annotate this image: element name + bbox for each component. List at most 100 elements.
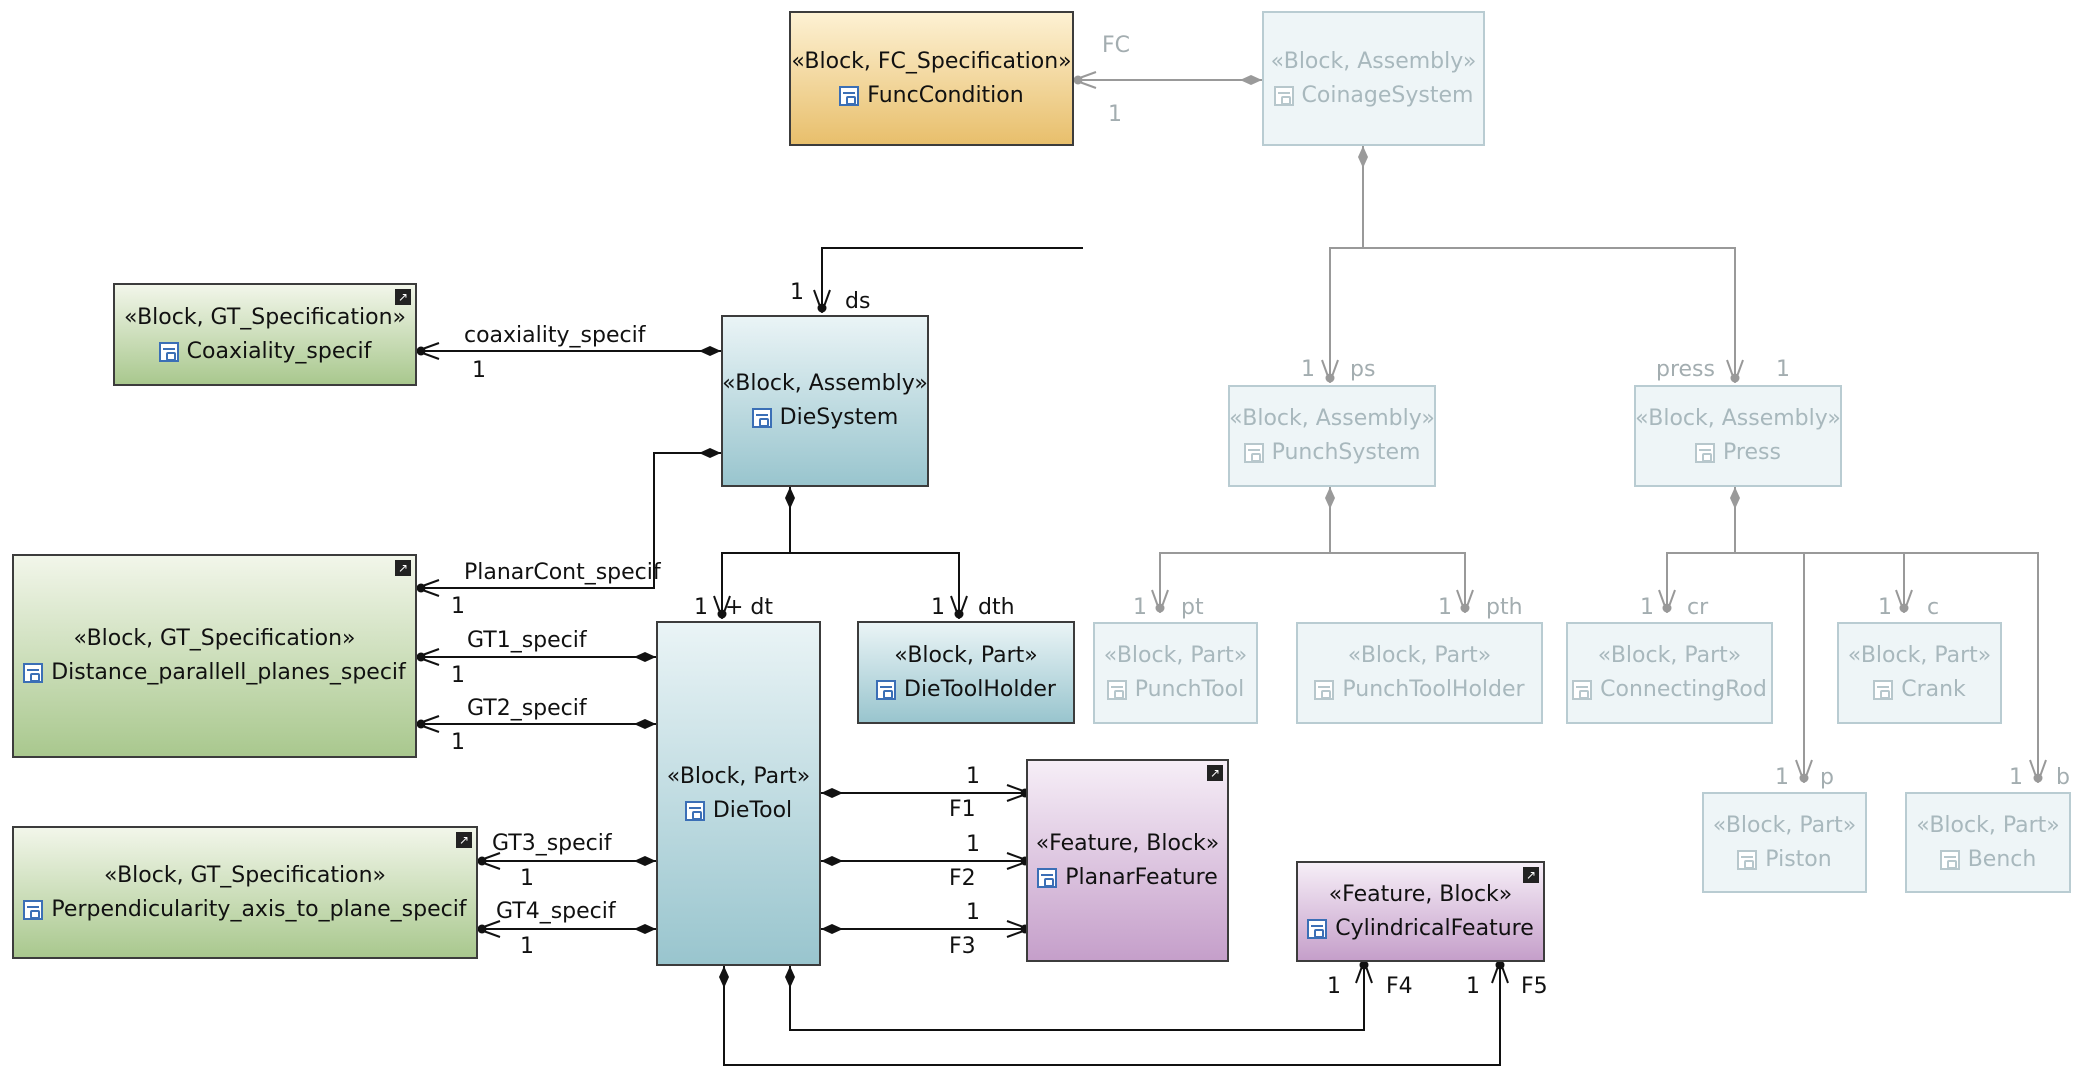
- block-press[interactable]: «Block, Assembly» Press: [1634, 385, 1842, 487]
- mult-f2: 1: [966, 832, 980, 857]
- edge-punchsystem-punchtool: [1160, 487, 1330, 612]
- block-punchtool[interactable]: «Block, Part» PunchTool: [1093, 622, 1258, 724]
- block-distance-parallell-planes-specif[interactable]: ↗ «Block, GT_Specification» Distance_par…: [12, 554, 417, 758]
- mult-pt: 1: [1133, 595, 1147, 620]
- block-name: Perpendicularity_axis_to_plane_specif: [51, 896, 467, 922]
- block-coaxiality-specif[interactable]: ↗ «Block, GT_Specification» Coaxiality_s…: [113, 283, 417, 386]
- block-icon: [1037, 867, 1058, 888]
- role-dt: + dt: [725, 595, 774, 620]
- mult-gt4: 1: [520, 934, 534, 959]
- block-icon: [751, 408, 772, 428]
- block-punchtoolholder[interactable]: «Block, Part» PunchToolHolder: [1296, 622, 1543, 724]
- block-name: DieSystem: [779, 405, 899, 430]
- block-name: FuncCondition: [867, 82, 1024, 108]
- shortcut-icon: ↗: [456, 832, 472, 848]
- role-gt3: GT3_specif: [492, 831, 612, 856]
- stereotype-label: «Block, GT_Specification»: [73, 626, 356, 651]
- stereotype-label: «Block, Part»: [1597, 643, 1742, 668]
- block-icon: [1314, 680, 1335, 700]
- block-icon: [23, 663, 44, 683]
- block-name: Bench: [1967, 846, 2037, 872]
- mult-pth: 1: [1438, 595, 1452, 620]
- mult-press: 1: [1776, 357, 1790, 382]
- mult-f5: 1: [1466, 974, 1480, 999]
- block-planarfeature[interactable]: ↗ «Feature, Block» PlanarFeature: [1026, 759, 1229, 962]
- mult-gt2: 1: [451, 730, 465, 755]
- block-dietoolholder[interactable]: «Block, Part» DieToolHolder: [857, 621, 1075, 724]
- edge-coinage-press: [1363, 247, 1735, 382]
- edge-coinage-diesystem: [822, 247, 1083, 312]
- block-connectingrod[interactable]: «Block, Part» ConnectingRod: [1566, 622, 1773, 724]
- role-pt: pt: [1181, 595, 1204, 620]
- role-press: press: [1656, 357, 1715, 382]
- stereotype-label: «Block, Assembly»: [1270, 48, 1477, 74]
- edge-punchsystem-punchtoolholder: [1330, 552, 1465, 612]
- block-coinagesystem[interactable]: «Block, Assembly» CoinageSystem: [1262, 11, 1485, 146]
- block-icon: [158, 341, 179, 362]
- shortcut-icon: ↗: [395, 289, 411, 305]
- mult-dt: 1: [694, 595, 708, 620]
- edge-press-bench: [1904, 552, 2038, 782]
- edge-diesystem-planarcont: [417, 453, 721, 588]
- block-bench[interactable]: «Block, Part» Bench: [1905, 792, 2071, 893]
- block-icon: [23, 899, 44, 920]
- role-gt4: GT4_specif: [496, 899, 616, 924]
- block-icon: [1939, 849, 1960, 870]
- block-name: CoinageSystem: [1301, 82, 1474, 108]
- block-punchsystem[interactable]: «Block, Assembly» PunchSystem: [1228, 385, 1436, 487]
- block-name: PlanarFeature: [1065, 864, 1218, 890]
- role-pth: pth: [1486, 595, 1523, 620]
- block-diesystem[interactable]: «Block, Assembly» DieSystem: [721, 315, 929, 487]
- role-fc: FC: [1102, 33, 1131, 58]
- stereotype-label: «Feature, Block»: [1035, 830, 1220, 856]
- role-ps: ps: [1350, 357, 1376, 382]
- shortcut-icon: ↗: [1207, 765, 1223, 781]
- edge-press-connectingrod: [1667, 487, 1735, 612]
- stereotype-label: «Block, Part»: [1712, 812, 1857, 838]
- block-icon: [684, 800, 705, 821]
- mult-f3: 1: [966, 900, 980, 925]
- mult-p: 1: [1775, 765, 1789, 790]
- primary-connectors: [417, 247, 1500, 1066]
- block-name: PunchToolHolder: [1342, 677, 1525, 702]
- block-crank[interactable]: «Block, Part» Crank: [1837, 622, 2002, 724]
- shortcut-icon: ↗: [395, 560, 411, 576]
- block-icon: [1106, 680, 1127, 700]
- role-gt1: GT1_specif: [467, 628, 587, 653]
- role-ds: ds: [845, 289, 871, 314]
- mult-planarcont: 1: [451, 594, 465, 619]
- block-name: DieTool: [712, 797, 793, 823]
- block-funccondition[interactable]: «Block, FC_Specification» FuncCondition: [789, 11, 1074, 146]
- role-dth: dth: [978, 595, 1015, 620]
- mult-coaxiality: 1: [472, 358, 486, 383]
- edge-dietool-f5: [724, 961, 1500, 1066]
- role-f2: F2: [949, 866, 976, 891]
- edge-diesystem-dietoolholder: [790, 552, 959, 618]
- stereotype-label: «Block, GT_Specification»: [104, 862, 386, 888]
- block-icon: [1695, 443, 1716, 463]
- block-dietool[interactable]: «Block, Part» DieTool: [656, 621, 821, 966]
- edge-coinage-punchsystem: [1330, 146, 1363, 382]
- role-gt2: GT2_specif: [467, 696, 587, 721]
- mult-cr: 1: [1640, 595, 1654, 620]
- role-p: p: [1820, 765, 1834, 790]
- block-name: Crank: [1901, 677, 1966, 702]
- role-planarcont: PlanarCont_specif: [464, 560, 661, 585]
- block-piston[interactable]: «Block, Part» Piston: [1702, 792, 1867, 893]
- block-name: CylindricalFeature: [1335, 915, 1534, 941]
- block-name: Distance_parallell_planes_specif: [51, 660, 406, 685]
- role-f1: F1: [949, 797, 976, 822]
- mult-dth: 1: [931, 595, 945, 620]
- mult-gt3: 1: [520, 866, 534, 891]
- block-name: Piston: [1765, 846, 1832, 872]
- stereotype-label: «Block, GT_Specification»: [124, 304, 406, 330]
- block-perpendicularity-axis-to-plane-specif[interactable]: ↗ «Block, GT_Specification» Perpendicula…: [12, 826, 478, 959]
- stereotype-label: «Block, Part»: [666, 763, 811, 789]
- mult-fc: 1: [1108, 102, 1122, 127]
- block-name: PunchSystem: [1271, 440, 1421, 465]
- block-cylindricalfeature[interactable]: ↗ «Feature, Block» CylindricalFeature: [1296, 861, 1545, 962]
- shortcut-icon: ↗: [1523, 867, 1539, 883]
- role-b: b: [2056, 765, 2070, 790]
- stereotype-label: «Block, Part»: [894, 642, 1038, 668]
